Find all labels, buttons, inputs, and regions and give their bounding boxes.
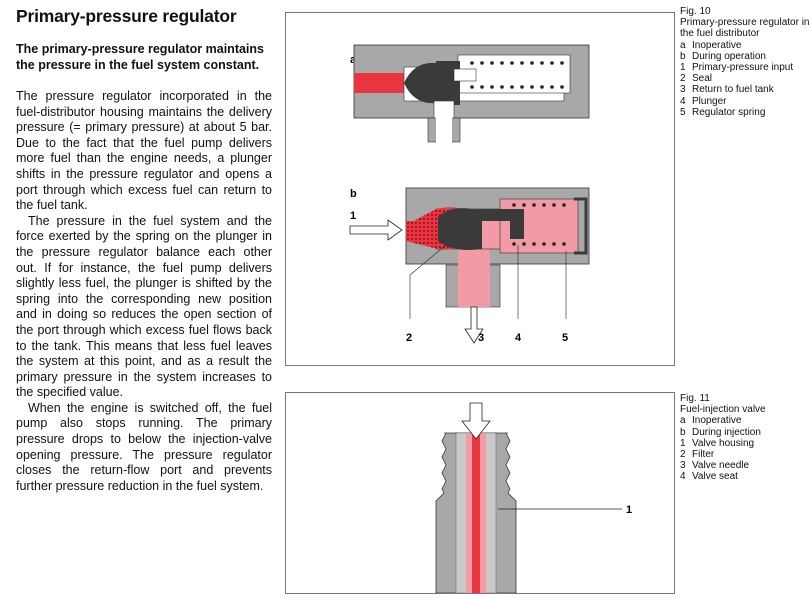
fig10-title: Primary-pressure regulator in the fuel d…: [680, 17, 810, 40]
spring-a: [470, 61, 564, 89]
spring-b: [512, 203, 566, 246]
input-arrow: [349, 219, 403, 241]
label-1: 1: [350, 210, 356, 222]
label-2: 2: [406, 332, 412, 344]
fig11-label: Fig. 11: [680, 393, 710, 404]
body-text: The pressure regulator incorporated in t…: [16, 89, 272, 494]
label-4: 4: [515, 332, 522, 344]
article-column: Primary-pressure regulator The primary-p…: [16, 6, 272, 494]
label-a: a: [350, 54, 357, 66]
return-arrow: [464, 306, 484, 344]
pressure-regulator-diagram: a b: [349, 44, 590, 344]
figure-11-box: 1: [285, 392, 675, 594]
fig11-title: Fuel-injection valve: [680, 404, 766, 416]
regulator-a: [353, 44, 590, 143]
page-title: Primary-pressure regulator: [16, 6, 237, 26]
lead-paragraph: The primary-pressure regulator maintains…: [16, 42, 264, 72]
valve-needle: [472, 433, 480, 593]
paragraph-3: When the engine is switched off, the fue…: [16, 400, 272, 493]
label-b: b: [350, 188, 357, 200]
label-3: 3: [478, 332, 484, 344]
paragraph-1: The pressure regulator incorporated in t…: [16, 89, 272, 213]
injection-valve-diagram: 1: [435, 402, 632, 594]
figure-10-box: a b: [285, 12, 675, 366]
fuel-input-arrow: [461, 402, 491, 440]
paragraph-2: The pressure in the fuel system and the …: [16, 213, 272, 400]
fig10-label: Fig. 10: [680, 6, 711, 17]
label-1: 1: [626, 504, 632, 516]
fig10-caption: Fig. 10 Primary-pressure regulator in th…: [680, 6, 811, 118]
label-5: 5: [562, 332, 568, 344]
regulator-b: [405, 187, 590, 308]
